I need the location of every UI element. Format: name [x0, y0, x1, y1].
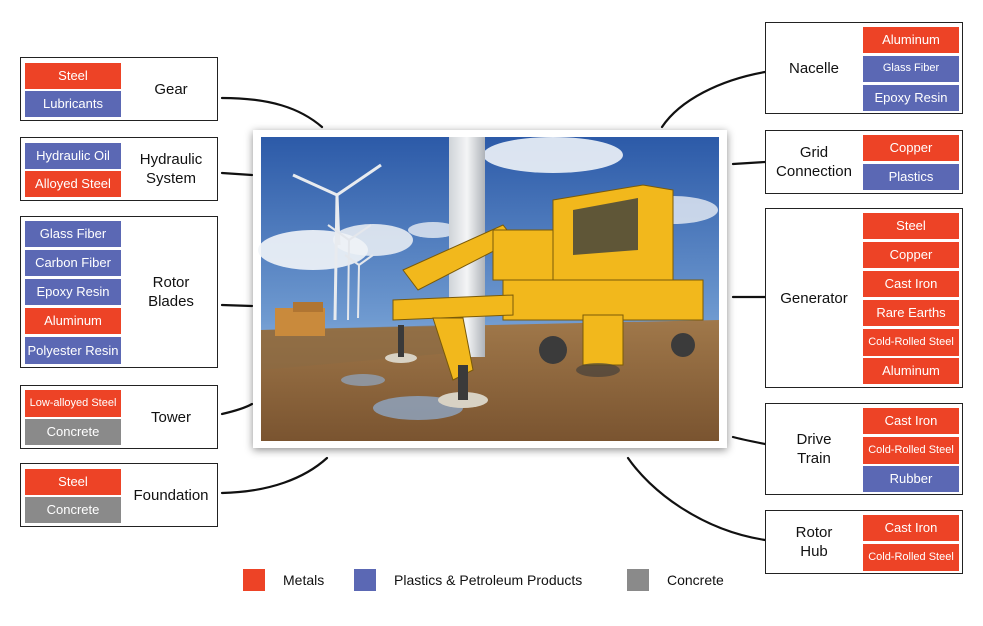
component-label-rotor-blades: Rotor Blades	[148, 274, 194, 310]
component-nacelle: Nacelle Aluminum Glass Fiber Epoxy Resin	[765, 22, 963, 114]
connector-hydraulic	[220, 171, 254, 177]
material-chip: Rubber	[863, 466, 959, 492]
component-label-grid: Grid Connection	[776, 144, 852, 180]
connector-nacelle	[660, 70, 767, 129]
component-label-nacelle: Nacelle	[788, 59, 840, 77]
material-chip: Hydraulic Oil	[25, 143, 121, 169]
legend-swatch-concrete	[627, 569, 649, 591]
wind-farm-crane-photo	[258, 137, 719, 441]
material-chip: Steel	[25, 63, 121, 89]
connector-foundation	[220, 456, 329, 495]
wind-farm-photo-frame	[253, 130, 727, 448]
material-chip: Glass Fiber	[25, 221, 121, 247]
material-chip: Cast Iron	[863, 271, 959, 297]
component-rotor-hub: Rotor Hub Cast Iron Cold-Rolled Steel	[765, 510, 963, 574]
material-chip: Epoxy Resin	[863, 85, 959, 111]
material-chip: Alloyed Steel	[25, 171, 121, 197]
component-drive-train: Drive Train Cast Iron Cold-Rolled Steel …	[765, 403, 963, 495]
material-chip: Concrete	[25, 419, 121, 445]
legend-swatch-metals	[243, 569, 265, 591]
component-label-gear: Gear	[154, 80, 188, 98]
material-chip: Aluminum	[863, 27, 959, 53]
material-chip: Glass Fiber	[863, 56, 959, 82]
legend-swatch-plastics	[354, 569, 376, 591]
material-chip: Steel	[25, 469, 121, 495]
legend-label-plastics: Plastics & Petroleum Products	[394, 572, 583, 588]
connector-rotor-hub	[626, 456, 767, 542]
component-rotor-blades: Glass Fiber Carbon Fiber Epoxy Resin Alu…	[20, 216, 218, 368]
material-chip: Cast Iron	[863, 515, 959, 541]
material-chip: Cold-Rolled Steel	[863, 544, 959, 571]
material-chip: Rare Earths	[863, 300, 959, 326]
material-chip: Plastics	[863, 164, 959, 190]
connector-grid	[731, 160, 767, 166]
component-tower: Low-alloyed Steel Concrete Tower	[20, 385, 218, 449]
legend-label-metals: Metals	[283, 572, 325, 588]
material-chip: Cold-Rolled Steel	[863, 437, 959, 464]
legend-label-concrete: Concrete	[667, 572, 724, 588]
material-chip: Cast Iron	[863, 408, 959, 434]
component-label-hydraulic: Hydraulic System	[139, 151, 203, 187]
component-grid-connection: Grid Connection Copper Plastics	[765, 130, 963, 194]
material-chip: Epoxy Resin	[25, 279, 121, 305]
material-chip: Copper	[863, 242, 959, 268]
component-label-drive-train: Drive Train	[796, 431, 832, 467]
component-gear: Steel Lubricants Gear	[20, 57, 218, 121]
component-hydraulic-system: Hydraulic Oil Alloyed Steel Hydraulic Sy…	[20, 137, 218, 201]
component-label-foundation: Foundation	[133, 486, 209, 504]
material-chip: Steel	[863, 213, 959, 239]
material-chip: Lubricants	[25, 91, 121, 117]
material-chip: Cold-Rolled Steel	[863, 329, 959, 356]
material-chip: Polyester Resin	[25, 337, 121, 364]
material-chip: Concrete	[25, 497, 121, 523]
connector-tower	[220, 402, 254, 416]
component-label-rotor-hub: Rotor Hub	[795, 524, 833, 560]
component-label-generator: Generator	[780, 289, 848, 307]
connector-drive-train	[731, 435, 767, 446]
material-chip: Carbon Fiber	[25, 250, 121, 276]
material-chip: Copper	[863, 135, 959, 161]
connector-rotor-blades	[220, 303, 254, 308]
component-foundation: Steel Concrete Foundation	[20, 463, 218, 527]
material-chip: Aluminum	[25, 308, 121, 334]
connector-gear	[220, 96, 324, 129]
material-chip: Aluminum	[863, 358, 959, 384]
component-generator: Generator Steel Copper Cast Iron Rare Ea…	[765, 208, 963, 388]
component-label-tower: Tower	[150, 408, 191, 426]
material-chip: Low-alloyed Steel	[25, 390, 121, 417]
